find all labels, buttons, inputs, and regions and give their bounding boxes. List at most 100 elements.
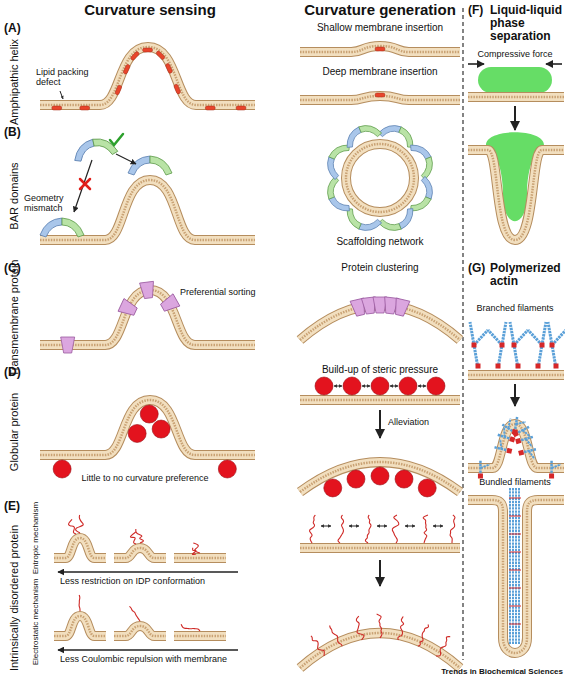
lipid-bilayer <box>300 46 460 52</box>
bar-monomer <box>416 157 438 180</box>
panel-letter: (E) <box>4 500 34 513</box>
column-heading: Curvature sensing <box>40 2 260 19</box>
lipid-bilayer <box>54 538 106 558</box>
transition-arrow <box>514 106 516 130</box>
bilayer-headgroups <box>468 150 564 240</box>
bar-domain <box>322 176 351 217</box>
lipid-bilayer <box>300 633 460 668</box>
lipid-bilayer <box>300 548 460 549</box>
panel-letter: (F) <box>468 4 490 17</box>
bilayer-headgroups <box>114 626 166 636</box>
actin-filament <box>538 322 546 368</box>
bilayer-outline <box>40 180 255 240</box>
disordered-protein <box>392 515 399 543</box>
bar-domain <box>322 140 351 181</box>
pressure-arrow <box>390 386 398 387</box>
crosslinker <box>509 498 521 499</box>
amphipathic-helix <box>156 50 166 60</box>
bilayer-tails <box>54 616 106 636</box>
vesicle-tails <box>346 144 414 212</box>
bilayer-tails <box>174 557 226 560</box>
pressure-arrow <box>405 526 415 527</box>
crosslinker <box>509 606 521 607</box>
panel-heading: Liquid-liquid phase separation <box>490 4 565 44</box>
disordered-protein <box>136 529 144 543</box>
arp-complex <box>512 430 519 437</box>
bilayer-outline <box>300 543 460 553</box>
bar-monomer <box>378 214 401 236</box>
pressure-arrow <box>418 386 426 387</box>
amphipathic-helix <box>143 48 153 52</box>
amphipathic-helix <box>375 93 385 97</box>
panel-letter: (G) <box>468 262 490 275</box>
globular-protein <box>53 460 71 478</box>
bilayer-tails <box>114 548 166 558</box>
globular-protein <box>427 377 445 395</box>
bar-domain <box>40 218 84 237</box>
panel-letter: (A) <box>4 22 34 35</box>
actin-filament <box>503 427 506 437</box>
pressure-arrow <box>377 526 387 527</box>
arp-complex <box>536 364 541 369</box>
bilayer-tails <box>300 547 460 550</box>
amphipathic-helix <box>375 47 385 51</box>
force-arrow <box>546 63 562 65</box>
actin-filament <box>480 464 489 468</box>
transition-arrow <box>379 560 381 586</box>
row-title: BAR domains <box>8 141 20 251</box>
actin-filament <box>510 322 518 368</box>
trend-arrow <box>58 571 238 572</box>
bilayer-headgroups <box>174 632 226 640</box>
bar-monomer <box>62 218 84 237</box>
arp-complex <box>512 429 519 436</box>
disordered-protein <box>193 543 200 553</box>
bilayer-tails <box>40 180 255 240</box>
lipid-bilayer <box>468 150 564 240</box>
arp-complex <box>476 364 481 369</box>
lipid-bilayer <box>174 636 226 637</box>
annotation: Shallow membrane insertion <box>295 22 465 33</box>
disordered-protein <box>338 515 344 543</box>
bilayer-tails <box>300 399 460 402</box>
bilayer-headgroups <box>40 180 255 240</box>
lipid-bilayer <box>114 626 166 636</box>
amphipathic-helix <box>130 51 140 61</box>
bilayer-tails <box>468 374 564 377</box>
bilayer-outline <box>114 626 166 636</box>
disordered-protein <box>309 515 315 543</box>
actin-filament <box>548 322 556 368</box>
force-arrow <box>468 63 484 65</box>
disordered-protein <box>398 616 404 640</box>
mechanism-label: Entropic mechanism <box>32 493 41 583</box>
bar-domain <box>71 135 118 163</box>
annotation: Build-up of steric pressure <box>295 364 465 375</box>
globular-protein <box>395 470 413 488</box>
amphipathic-helix <box>165 63 173 74</box>
bar-monomer <box>128 156 150 175</box>
bilayer-tails <box>40 400 255 455</box>
row-title: Globular protein <box>8 372 20 492</box>
annotation: Branched filaments <box>468 304 563 314</box>
bar-monomer <box>71 139 96 162</box>
pointer-arrow <box>60 91 63 99</box>
bilayer-headgroups <box>300 46 460 52</box>
bar-domain <box>342 207 383 236</box>
disordered-protein <box>365 515 371 543</box>
bilayer-headgroups <box>468 424 564 468</box>
arp-complex <box>472 343 477 348</box>
lipid-bilayer <box>40 400 255 455</box>
bar-domain <box>409 140 438 181</box>
bilayer-outline <box>300 395 460 405</box>
arp-complex <box>550 343 555 348</box>
bilayer-tails <box>468 150 564 240</box>
arp-complex <box>554 364 559 369</box>
disordered-protein <box>76 515 84 533</box>
amphipathic-helix <box>173 84 181 95</box>
bilayer-outline <box>40 400 255 455</box>
amphipathic-helix <box>115 85 123 96</box>
arp-complex <box>496 364 501 369</box>
trend-arrow <box>58 649 238 650</box>
binding-arrow <box>116 154 136 164</box>
actin-filament <box>498 322 506 368</box>
